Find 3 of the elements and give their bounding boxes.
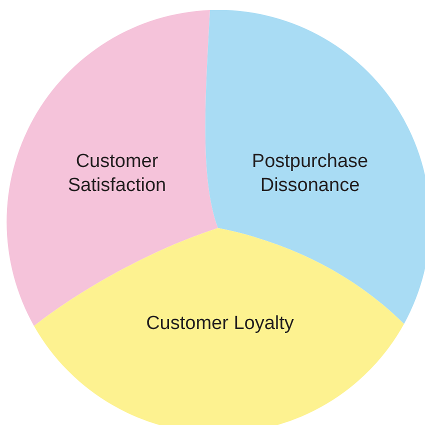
segment-label: Customer Satisfaction <box>66 150 168 198</box>
segment-label: Customer Loyalty <box>145 312 295 336</box>
segment-label: Postpurchase Dissonance <box>250 150 370 198</box>
